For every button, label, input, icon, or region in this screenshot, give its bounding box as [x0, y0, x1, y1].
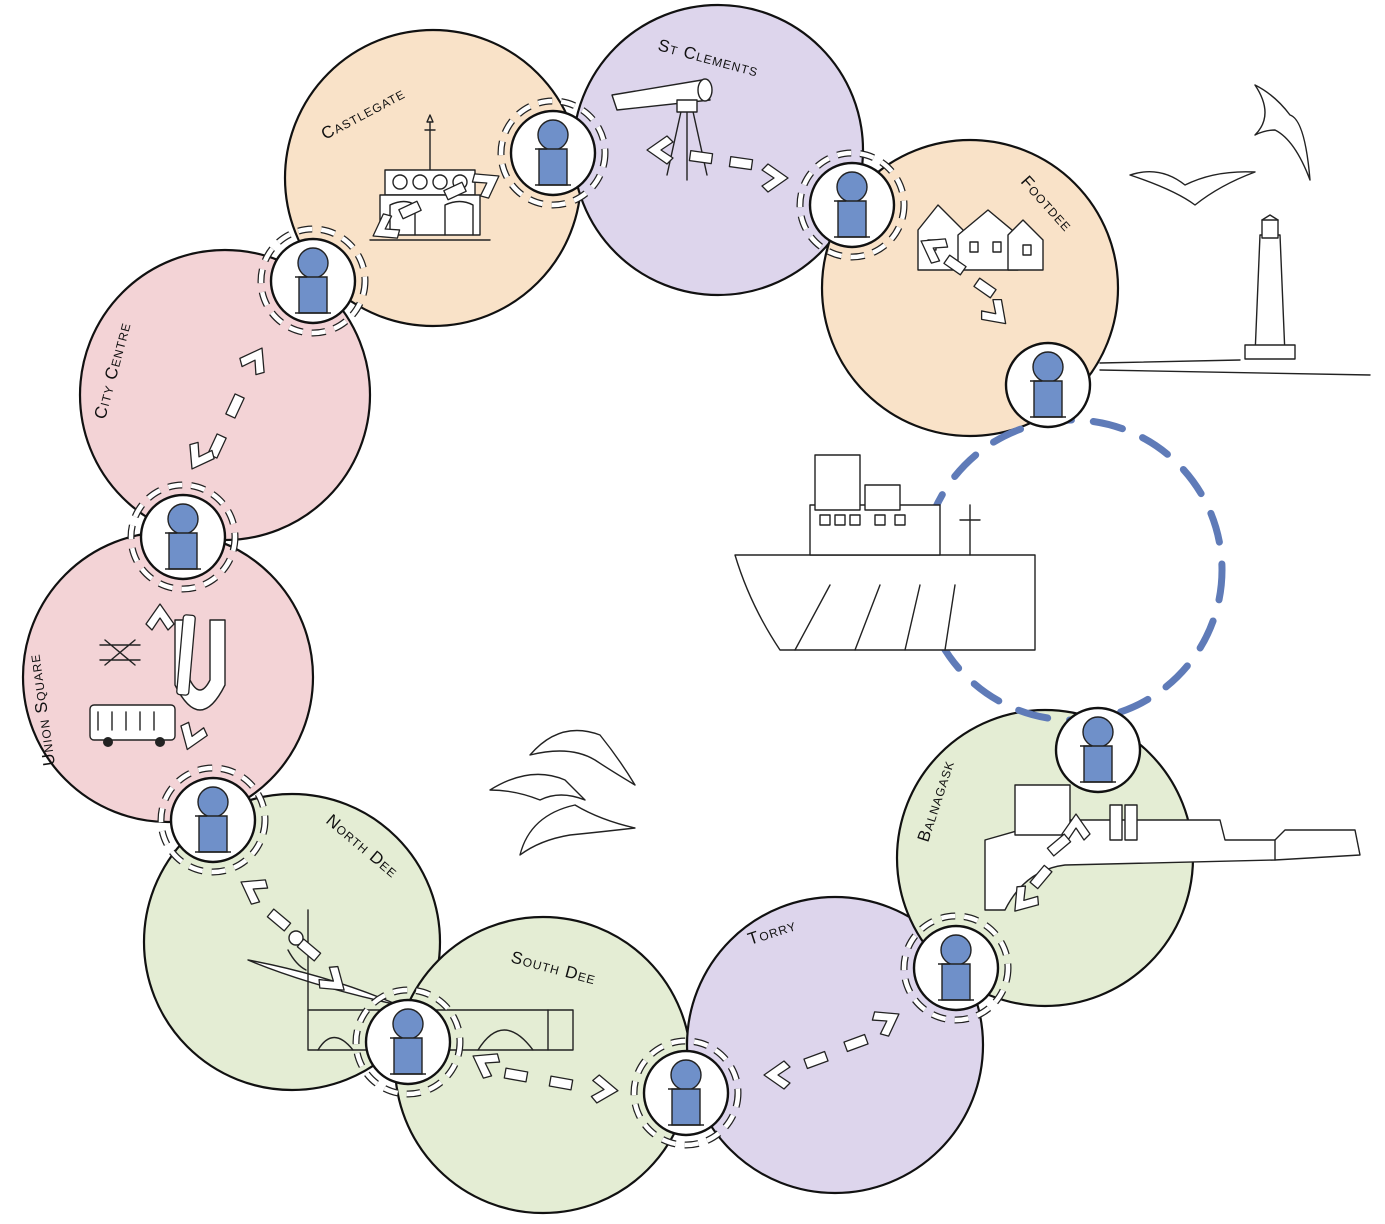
route-arrows — [145, 135, 1091, 1106]
zone-torry[interactable] — [685, 895, 985, 1195]
info-icon[interactable] — [269, 237, 357, 325]
mercat-cross-icon — [369, 114, 491, 241]
telescope-icon — [611, 78, 713, 181]
info-rings — [127, 97, 1012, 1149]
bus-icon — [89, 704, 176, 747]
rail-sign-icon — [99, 639, 141, 666]
bridge-icon — [307, 1009, 574, 1051]
zone-st-clements[interactable] — [571, 3, 865, 297]
info-icon[interactable] — [808, 161, 896, 249]
info-icon[interactable] — [1004, 341, 1092, 429]
seagull-icon — [1129, 84, 1311, 206]
info-icon[interactable] — [169, 776, 257, 864]
info-icon[interactable] — [509, 109, 597, 197]
info-icon[interactable] — [912, 924, 1000, 1012]
dolphin-icon — [489, 729, 636, 856]
lighthouse-icon — [1099, 214, 1371, 376]
info-icon[interactable] — [642, 1049, 730, 1137]
info-icon[interactable] — [364, 998, 452, 1086]
houses-icon — [917, 204, 1044, 271]
info-icon[interactable] — [139, 493, 227, 581]
ship-icon — [734, 454, 1036, 651]
info-icon[interactable] — [1054, 706, 1142, 794]
